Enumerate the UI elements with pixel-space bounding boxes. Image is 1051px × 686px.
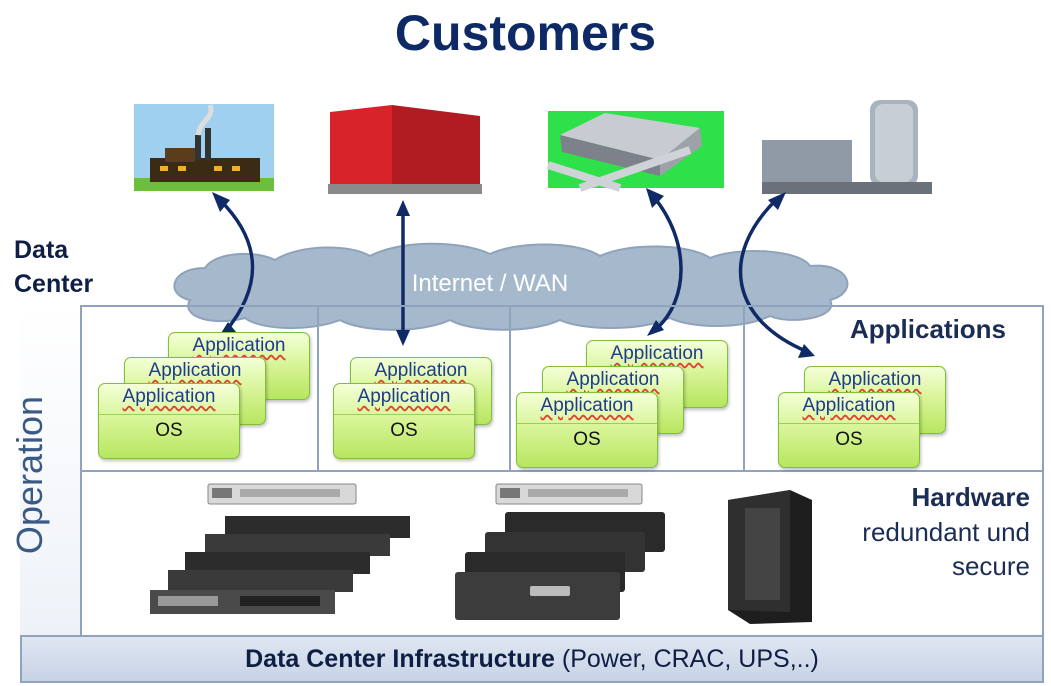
app-label: Application xyxy=(828,369,922,390)
hardware-line2: secure xyxy=(951,551,1030,582)
infrastructure-title: Data Center Infrastructure xyxy=(245,645,555,673)
operation-column xyxy=(20,305,82,636)
app-divider-2 xyxy=(509,305,511,471)
arrow-tower xyxy=(738,198,809,354)
app-label: Application xyxy=(148,360,242,381)
os-label: OS xyxy=(835,429,863,450)
cloud-label: Internet / WAN xyxy=(411,270,569,297)
office-building-icon xyxy=(328,105,482,194)
warehouse-icon xyxy=(546,111,724,192)
storage-array-icon xyxy=(455,483,665,620)
infrastructure-details: (Power, CRAC, UPS,..) xyxy=(554,645,819,673)
hardware-infra-divider xyxy=(20,635,1044,637)
arrow-warehouse xyxy=(651,194,683,332)
os-label: OS xyxy=(573,429,601,450)
page-title: Customers xyxy=(394,5,657,61)
data-center-label-line1: Data xyxy=(14,236,69,264)
app-label: Application xyxy=(610,343,704,364)
app-label: Application xyxy=(374,360,468,381)
hardware-line1: redundant und xyxy=(862,516,1030,547)
connection-arrows xyxy=(218,194,809,354)
app-divider-3 xyxy=(743,305,745,471)
modern-tower-icon xyxy=(762,98,932,194)
app-os-card: Application OS xyxy=(98,383,240,459)
applications-label: Applications xyxy=(850,314,1007,344)
infrastructure-bar: Data Center Infrastructure (Power, CRAC,… xyxy=(22,637,1042,681)
app-os-card: Application OS xyxy=(516,392,658,468)
app-os-card: Application OS xyxy=(333,383,475,459)
server-cabinet-icon xyxy=(728,490,812,624)
arrow-heads xyxy=(212,188,815,358)
app-label: Application xyxy=(540,395,634,416)
os-label: OS xyxy=(155,420,183,441)
os-label: OS xyxy=(390,420,418,441)
app-label: Application xyxy=(122,386,216,407)
internet-cloud xyxy=(173,242,849,331)
operation-label: Operation xyxy=(9,395,50,555)
data-center-label-line2: Center xyxy=(14,269,94,298)
app-label: Application xyxy=(192,335,286,356)
arrow-factory xyxy=(218,198,255,334)
factory-icon xyxy=(134,104,274,191)
hardware-title: Hardware xyxy=(911,482,1031,512)
rack-server-icon xyxy=(150,483,410,614)
hardware-label: Hardware redundant und secure xyxy=(820,480,1030,584)
apps-hardware-divider xyxy=(82,470,1044,472)
app-divider-1 xyxy=(317,305,319,471)
data-center-label: Data Center xyxy=(14,234,93,302)
app-label: Application xyxy=(802,395,896,416)
app-label: Application xyxy=(357,386,451,407)
app-label: Application xyxy=(566,369,660,390)
app-os-card: Application OS xyxy=(778,392,920,468)
